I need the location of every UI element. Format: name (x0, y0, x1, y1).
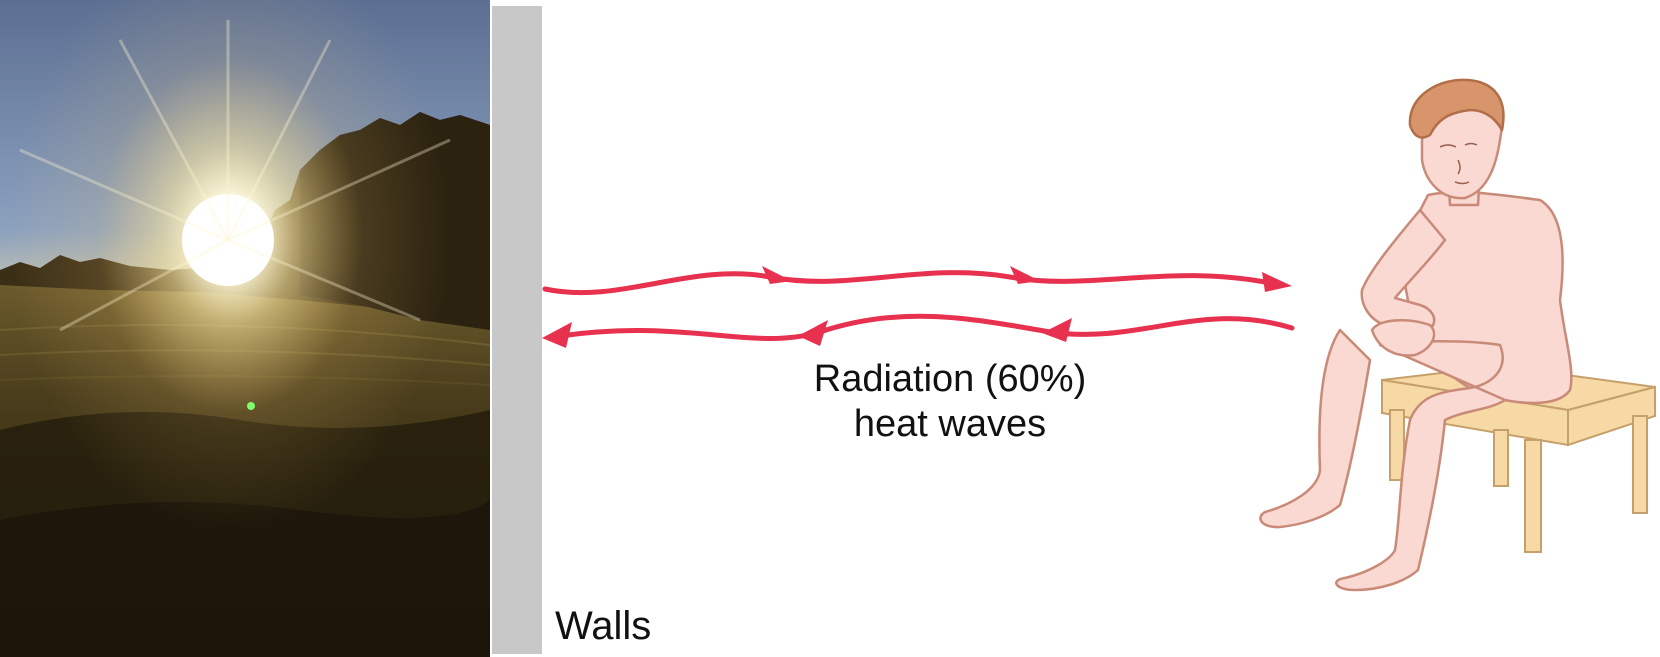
sunset-photo (0, 0, 490, 657)
arrowheads-returning (542, 318, 1072, 348)
arrowheads-outgoing (762, 266, 1292, 292)
arrowhead-left-3 (542, 322, 572, 348)
radiation-arrow-outgoing (542, 270, 1278, 296)
arrowhead-right-3 (1262, 272, 1292, 292)
walls-label: Walls (555, 604, 652, 648)
arrowhead-right-1 (762, 266, 792, 284)
face-details (1439, 142, 1478, 185)
wall (492, 6, 542, 654)
radiation-arrow-returning (557, 313, 1295, 342)
radiation-label: Radiation (60%) heat waves (770, 357, 1130, 447)
arrowhead-left-1 (1042, 318, 1072, 342)
arrowhead-right-2 (1010, 266, 1040, 284)
arrowhead-left-2 (798, 320, 828, 346)
radiation-label-line2: heat waves (853, 403, 1047, 445)
seated-person-icon (1259, 78, 1573, 592)
radiation-label-line1: Radiation (60%) (813, 358, 1087, 400)
